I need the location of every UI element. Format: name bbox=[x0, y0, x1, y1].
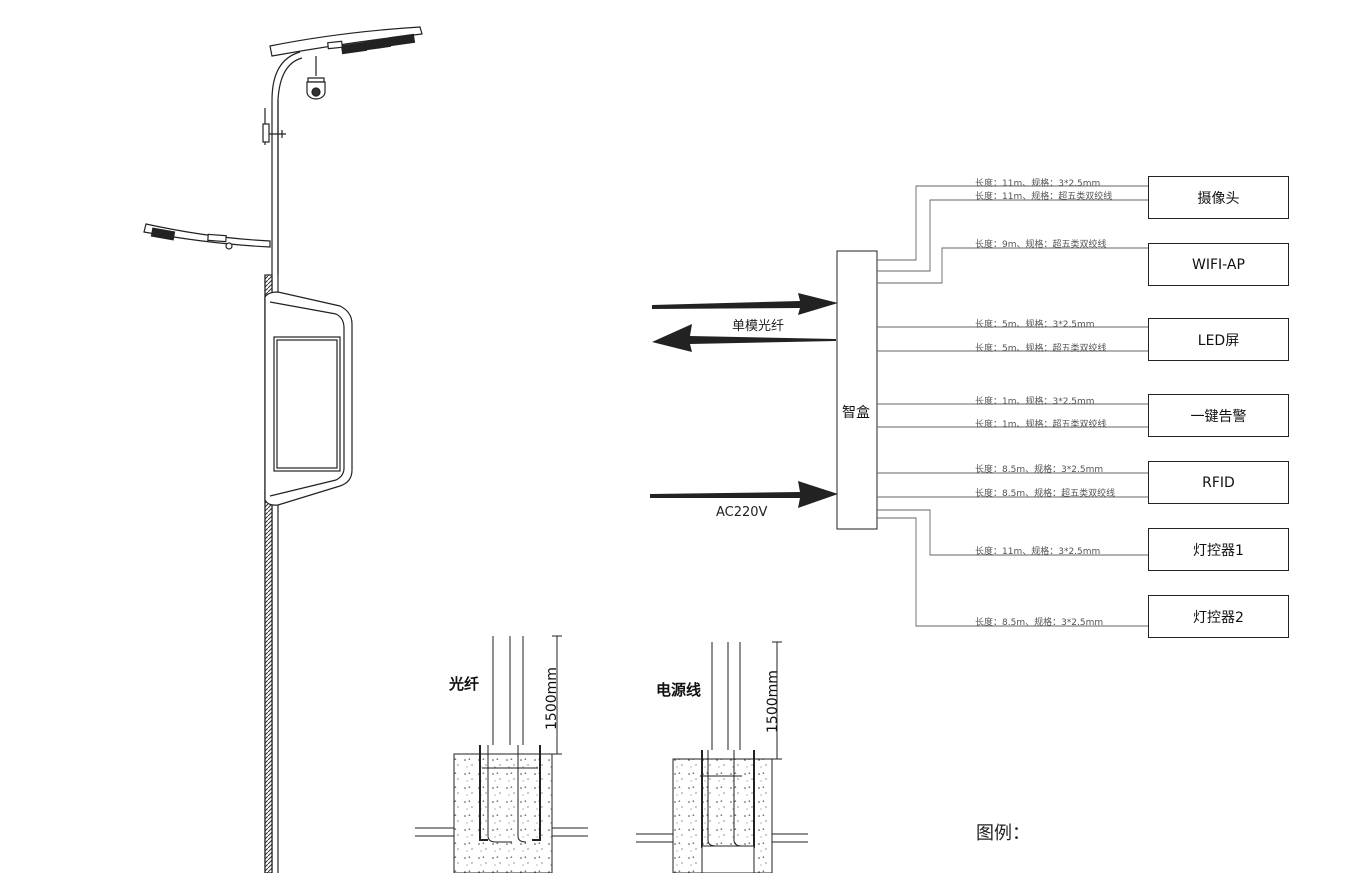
device-rfid: RFID bbox=[1148, 461, 1289, 504]
hub-box bbox=[836, 250, 878, 530]
fiber-arrows bbox=[652, 293, 838, 352]
device-lamp-controller-2: 灯控器2 bbox=[1148, 595, 1289, 638]
fiber-foundation bbox=[415, 635, 588, 873]
fiber-input-label: 单模光纤 bbox=[732, 319, 785, 334]
device-wifi-ap: WIFI-AP bbox=[1148, 243, 1289, 286]
fiber-foundation-title: 光纤 bbox=[449, 675, 480, 693]
cable-label: 长度：11m、规格：超五类双绞线 bbox=[975, 192, 1113, 202]
cable-label: 长度：1m、规格：3*2.5mm bbox=[975, 397, 1095, 407]
device-led-screen: LED屏 bbox=[1148, 318, 1289, 361]
cable-label: 长度：8.5m、规格：3*2.5mm bbox=[975, 618, 1104, 628]
cable-label: 长度：8.5m、规格：超五类双绞线 bbox=[975, 489, 1116, 499]
device-alarm: 一键告警 bbox=[1148, 394, 1289, 437]
hub-label: 智盒 bbox=[842, 405, 870, 421]
power-depth-dimension: 1500mm bbox=[765, 670, 781, 733]
cable-label: 长度：8.5m、规格：3*2.5mm bbox=[975, 465, 1104, 475]
power-input-label: AC220V bbox=[716, 505, 768, 520]
cable-lines bbox=[877, 185, 1148, 627]
device-lamp-controller-1: 灯控器1 bbox=[1148, 528, 1289, 571]
legend-title: 图例： bbox=[976, 823, 1030, 844]
cable-label: 长度：5m、规格：超五类双绞线 bbox=[975, 344, 1107, 354]
power-foundation-title: 电源线 bbox=[656, 681, 702, 699]
power-arrow bbox=[650, 481, 838, 508]
power-foundation bbox=[636, 641, 808, 873]
cable-label: 长度：5m、规格：3*2.5mm bbox=[975, 320, 1095, 330]
fiber-depth-dimension: 1500mm bbox=[544, 667, 560, 730]
smart-pole bbox=[143, 26, 423, 873]
device-camera: 摄像头 bbox=[1148, 176, 1289, 219]
cable-label: 长度：11m、规格：3*2.5mm bbox=[975, 179, 1101, 189]
cable-label: 长度：1m、规格：超五类双绞线 bbox=[975, 420, 1107, 430]
cable-label: 长度：9m、规格：超五类双绞线 bbox=[975, 240, 1107, 250]
cable-label: 长度：11m、规格：3*2.5mm bbox=[975, 547, 1101, 557]
